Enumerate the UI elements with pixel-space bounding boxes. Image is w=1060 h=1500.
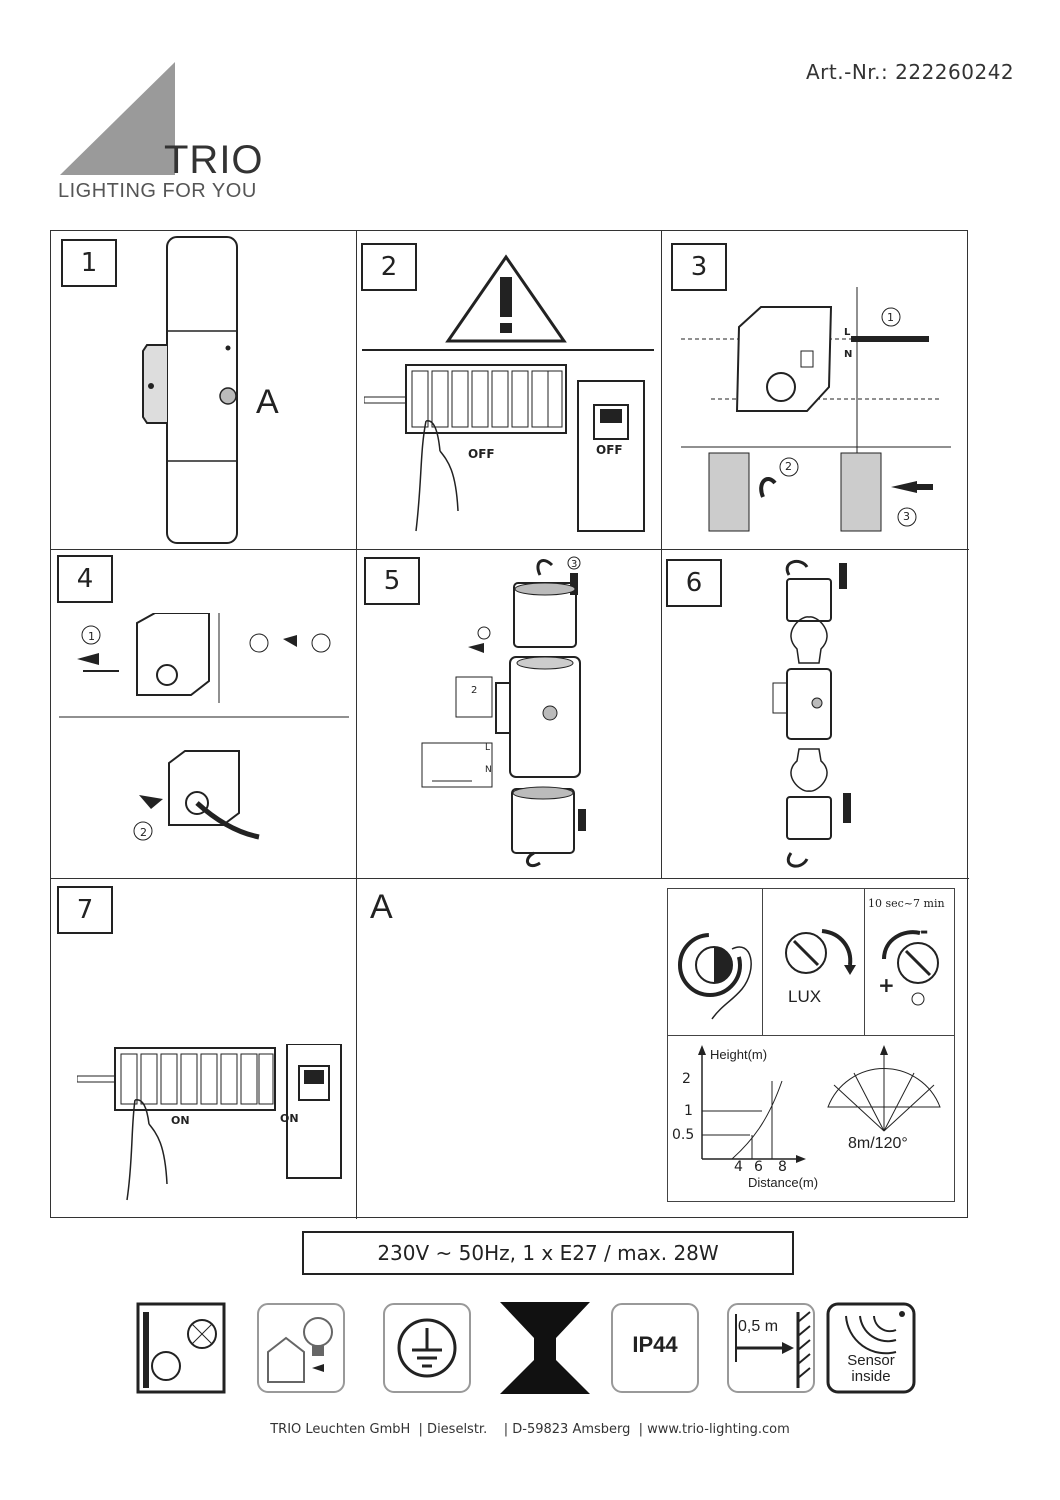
time-range-label: 10 sec~7 min	[868, 897, 945, 910]
sensor-settings-frame: LUX 10 sec~7 min - + Height(m)	[667, 888, 955, 1202]
instruction-grid: 1 A 2	[50, 230, 969, 1219]
step-5-number: 5	[364, 557, 420, 605]
outdoor-bulb-icon	[256, 1302, 346, 1394]
min-distance-label: 0,5 m	[738, 1318, 779, 1335]
distance-axis-label: Distance(m)	[748, 1175, 819, 1190]
breaker-off-label: OFF	[468, 447, 495, 461]
breaker-on-label: ON	[171, 1114, 190, 1127]
step-4-panel: 4 1 2	[51, 549, 356, 878]
mounting-and-cable-illustration	[59, 613, 349, 841]
step-3-number: 3	[671, 243, 727, 291]
warning-icon	[445, 254, 567, 343]
footer-address: TRIO Leuchten GmbH | Dieselstr. | D-5982…	[270, 1422, 790, 1437]
x-tick-8: 8	[778, 1159, 787, 1175]
trio-logo	[60, 62, 175, 175]
lux-dial-icon	[785, 929, 856, 975]
step-4-marker-1: 1	[88, 630, 95, 643]
up-down-light-icon	[500, 1302, 590, 1394]
step-2-panel: 2 OFF OFF	[356, 231, 661, 549]
article-number: Art.-Nr.: 222260242	[806, 60, 1015, 84]
step-5-marker-2: 2	[471, 685, 478, 696]
step-4-marker-2: 2	[140, 826, 147, 839]
step-1-number: 1	[61, 239, 117, 287]
sensor-label-line2: inside	[851, 1368, 891, 1385]
step-3-label-n: N	[844, 349, 853, 360]
step-2-number: 2	[361, 243, 417, 291]
lamp-illustration	[142, 236, 238, 544]
ip-rating-label: IP44	[632, 1332, 678, 1357]
time-plus-label: +	[878, 973, 895, 997]
time-minus-label: -	[920, 919, 929, 943]
step-6-number: 6	[666, 559, 722, 607]
step-6-panel: 6	[661, 549, 969, 878]
step-3-label-l: L	[844, 327, 851, 338]
y-tick-0-5: 0.5	[672, 1127, 695, 1143]
detection-height-chart	[698, 1045, 806, 1163]
step-7-panel: 7 ON ON	[51, 878, 356, 1219]
sensor-settings-panel: A LUX 10 sec~7 min	[356, 878, 969, 1219]
switch-on-label: ON	[280, 1112, 299, 1125]
breaker-panel-on	[77, 1044, 342, 1201]
lux-label: LUX	[788, 987, 822, 1006]
mounting-plate-drilling	[681, 287, 951, 532]
step-3-marker-3: 3	[903, 510, 910, 523]
step-1-label: A	[256, 383, 279, 421]
sensor-label-line1: Sensor	[847, 1352, 895, 1369]
wiring-assembly-illustration	[421, 556, 586, 868]
bulb-installation-illustration	[772, 559, 851, 868]
brand-tagline: LIGHTING FOR YOU	[58, 180, 257, 202]
electrical-spec: 230V ~ 50Hz, 1 x E27 / max. 28W	[302, 1231, 794, 1275]
y-tick-2: 2	[682, 1071, 691, 1087]
step-3-panel: 3 1 2 3 L N	[661, 231, 969, 549]
step-1-panel: 1 A	[51, 231, 356, 549]
step-5-marker-3: 3	[571, 559, 578, 570]
step-5-panel: 5 1 2 3 L N	[356, 549, 661, 878]
brand-name: TRIO	[164, 138, 264, 182]
step-3-marker-2: 2	[785, 460, 792, 473]
breaker-panel-off	[364, 364, 645, 532]
y-tick-1: 1	[684, 1103, 693, 1119]
detection-range-fan	[827, 1045, 941, 1132]
sensor-panel-label: A	[370, 888, 393, 926]
step-5-label-n: N	[485, 765, 492, 775]
detection-range-label: 8m/120°	[848, 1135, 908, 1152]
time-dial-icon	[882, 930, 939, 1006]
step-5-label-l: L	[485, 743, 491, 753]
rotate-dial-icon	[678, 933, 752, 1020]
step-3-marker-1: 1	[887, 311, 894, 324]
ip-rating-icon: IP44	[610, 1302, 700, 1394]
x-tick-4: 4	[734, 1159, 743, 1175]
step-4-number: 4	[57, 555, 113, 603]
height-axis-label: Height(m)	[710, 1047, 768, 1062]
step-7-number: 7	[57, 886, 113, 934]
sensor-inside-icon: Sensor inside	[826, 1302, 916, 1394]
switch-off-label: OFF	[596, 443, 623, 457]
min-distance-icon: 0,5 m	[726, 1302, 816, 1394]
x-tick-6: 6	[754, 1159, 763, 1175]
ground-protection-icon	[382, 1302, 472, 1394]
mounting-type-icon	[136, 1302, 226, 1394]
